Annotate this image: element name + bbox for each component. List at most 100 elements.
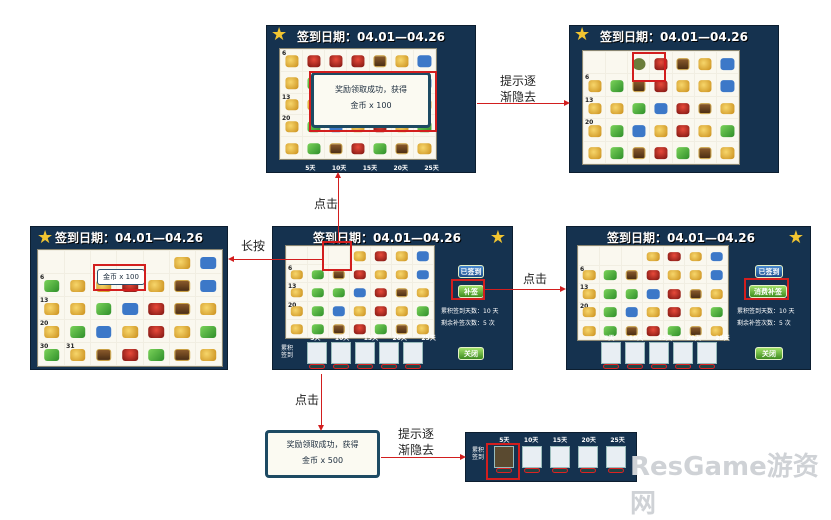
calendar-cell[interactable] — [117, 251, 143, 273]
calendar-cell[interactable] — [91, 297, 117, 319]
calendar-cell[interactable] — [694, 52, 716, 74]
calendar-cell[interactable]: 13 — [584, 96, 606, 119]
calendar-cell[interactable] — [281, 137, 303, 158]
reward-slot[interactable] — [601, 342, 621, 369]
calendar-cell[interactable] — [664, 302, 685, 321]
calendar-cell[interactable] — [642, 284, 664, 302]
calendar-cell[interactable]: 20 — [287, 301, 307, 319]
signed-button[interactable]: 已签到 — [458, 265, 484, 278]
calendar-cell[interactable] — [664, 265, 685, 284]
calendar-cell[interactable] — [303, 137, 325, 158]
calendar-cell[interactable]: 6 — [579, 265, 600, 284]
calendar-cell[interactable] — [391, 50, 413, 71]
calendar-cell[interactable] — [628, 141, 650, 163]
calendar-cell[interactable] — [195, 320, 221, 342]
calendar-cell[interactable] — [392, 301, 412, 319]
calendar-cell[interactable] — [642, 265, 664, 284]
close-button[interactable]: 关闭 — [755, 347, 783, 360]
reward-slot[interactable] — [578, 446, 598, 473]
reward-slot[interactable] — [625, 342, 645, 369]
calendar-cell[interactable] — [716, 119, 738, 141]
calendar-cell[interactable] — [694, 96, 716, 119]
calendar-cell[interactable] — [329, 319, 349, 337]
calendar-cell[interactable] — [65, 274, 91, 296]
calendar-cell[interactable] — [621, 302, 642, 321]
calendar-cell[interactable] — [143, 297, 169, 319]
calendar-cell[interactable] — [664, 284, 685, 302]
calendar-cell[interactable] — [287, 247, 307, 265]
calendar-cell[interactable] — [642, 247, 664, 265]
calendar-cell[interactable] — [606, 74, 628, 96]
calendar-cell[interactable] — [650, 119, 672, 141]
calendar-cell[interactable]: 13 — [281, 93, 303, 115]
calendar-cell[interactable] — [117, 320, 143, 342]
calendar-cell[interactable] — [392, 265, 412, 283]
reward-slot[interactable] — [403, 342, 423, 369]
reward-slot[interactable] — [606, 446, 626, 473]
calendar-cell[interactable] — [350, 265, 370, 283]
calendar-cell[interactable] — [371, 283, 391, 301]
calendar-cell[interactable] — [621, 247, 642, 265]
calendar-cell[interactable] — [600, 321, 621, 339]
paid-resign-button[interactable]: 消费补签 — [749, 285, 787, 298]
calendar-cell[interactable] — [195, 343, 221, 365]
calendar-cell[interactable] — [91, 343, 117, 365]
calendar-cell[interactable] — [716, 74, 738, 96]
calendar-cell[interactable] — [413, 319, 433, 337]
calendar-cell[interactable] — [413, 301, 433, 319]
calendar-cell[interactable] — [350, 319, 370, 337]
calendar-cell[interactable] — [350, 283, 370, 301]
calendar-cell[interactable] — [65, 297, 91, 319]
calendar-cell[interactable] — [371, 265, 391, 283]
calendar-cell[interactable]: 6 — [584, 74, 606, 96]
calendar-cell[interactable] — [628, 96, 650, 119]
calendar-cell[interactable] — [329, 283, 349, 301]
calendar-cell[interactable] — [169, 274, 195, 296]
calendar-cell[interactable] — [350, 301, 370, 319]
reward-slot[interactable] — [307, 342, 327, 369]
calendar-cell[interactable] — [600, 302, 621, 321]
calendar-cell[interactable] — [716, 141, 738, 163]
calendar-cell[interactable] — [195, 251, 221, 273]
calendar-cell[interactable] — [672, 141, 694, 163]
calendar-cell[interactable] — [650, 52, 672, 74]
calendar-cell[interactable] — [143, 343, 169, 365]
calendar-cell[interactable] — [600, 247, 621, 265]
reward-slot[interactable] — [331, 342, 351, 369]
calendar-cell[interactable]: 13 — [579, 284, 600, 302]
calendar-cell[interactable]: 20 — [39, 320, 65, 342]
reward-slot[interactable] — [697, 342, 717, 369]
calendar-cell[interactable]: 31 — [65, 343, 91, 365]
calendar-cell[interactable] — [413, 247, 433, 265]
calendar-cell[interactable] — [694, 119, 716, 141]
close-button[interactable]: 关闭 — [458, 347, 484, 360]
calendar-cell[interactable] — [91, 320, 117, 342]
calendar-cell[interactable] — [169, 320, 195, 342]
calendar-cell[interactable] — [716, 96, 738, 119]
calendar-cell[interactable] — [371, 301, 391, 319]
calendar-cell[interactable] — [672, 74, 694, 96]
calendar-cell[interactable] — [584, 52, 606, 74]
reward-slot[interactable] — [550, 446, 570, 473]
calendar-cell[interactable] — [143, 320, 169, 342]
calendar-cell[interactable]: 13 — [39, 297, 65, 319]
signed-button[interactable]: 已签到 — [755, 265, 783, 278]
calendar-cell[interactable]: 20 — [579, 302, 600, 321]
calendar-cell[interactable] — [706, 284, 727, 302]
calendar-cell[interactable] — [672, 52, 694, 74]
calendar-cell[interactable] — [642, 302, 664, 321]
calendar-cell[interactable] — [685, 321, 706, 339]
calendar-cell[interactable] — [413, 265, 433, 283]
calendar-cell[interactable] — [325, 137, 347, 158]
calendar-cell[interactable] — [706, 302, 727, 321]
reward-slot[interactable] — [649, 342, 669, 369]
calendar-cell[interactable] — [117, 297, 143, 319]
calendar-cell[interactable] — [117, 343, 143, 365]
calendar-cell[interactable] — [143, 274, 169, 296]
calendar-cell[interactable] — [650, 74, 672, 96]
calendar-cell[interactable] — [685, 247, 706, 265]
calendar-cell[interactable]: 20 — [584, 119, 606, 141]
calendar-cell[interactable]: 6 — [281, 50, 303, 71]
calendar-cell[interactable] — [392, 319, 412, 337]
calendar-cell[interactable] — [347, 50, 369, 71]
